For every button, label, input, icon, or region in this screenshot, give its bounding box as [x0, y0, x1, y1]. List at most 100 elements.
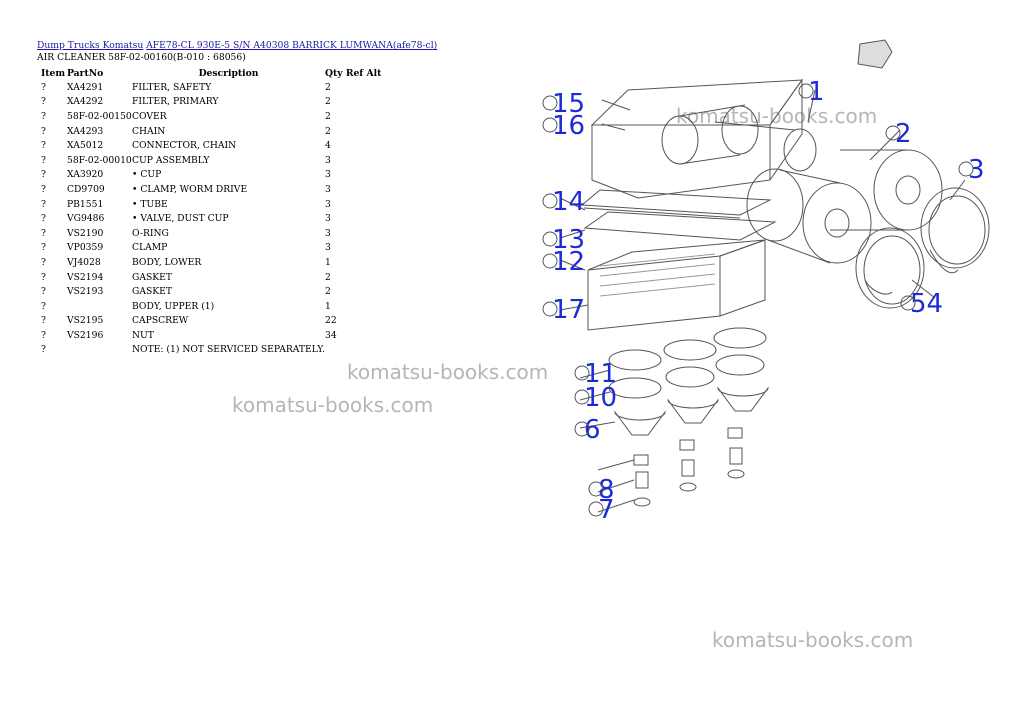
cell-qty: 3: [325, 198, 331, 210]
callout-marker: [900, 295, 916, 311]
cell-item: ?: [41, 183, 46, 195]
cell-description: NUT: [132, 329, 154, 341]
tube: [633, 454, 649, 466]
upper-body-front: [591, 124, 771, 199]
cell-description: • CUP: [132, 169, 162, 181]
cell-qty: 2: [325, 81, 331, 93]
callout-marker: [542, 231, 558, 247]
cell-item: ?: [41, 154, 46, 166]
callout-10: 10: [584, 383, 617, 413]
cell-item: ?: [41, 242, 46, 254]
cell-item: ?: [41, 256, 46, 268]
breadcrumb: Dump Trucks Komatsu AFE78-CL 930E-5 S/N …: [37, 40, 437, 51]
cell-item: ?: [41, 344, 46, 356]
header-item: Item: [41, 67, 66, 79]
cell-qty: 3: [325, 242, 331, 254]
cell-description: BODY, LOWER: [132, 256, 202, 268]
cell-description: NOTE: (1) NOT SERVICED SEPARATELY.: [132, 344, 326, 356]
callout-marker: [542, 193, 558, 209]
cell-description: • TUBE: [132, 198, 168, 210]
cell-partno: VS2196: [67, 329, 104, 341]
cell-qty: 1: [325, 256, 331, 268]
cup: [717, 386, 769, 412]
cell-partno: XA4293: [67, 125, 104, 137]
o-ring: [663, 339, 717, 361]
cell-qty: 3: [325, 183, 331, 195]
callout-marker: [542, 95, 558, 111]
callout-marker: [798, 83, 814, 99]
cell-partno: CD9709: [67, 183, 105, 195]
breadcrumb-link-model[interactable]: AFE78-CL 930E-5 S/N A40308 BARRICK LUMWA…: [146, 40, 438, 51]
cell-partno: VJ4028: [67, 256, 101, 268]
primary-filter: [802, 182, 872, 264]
cell-description: COVER: [132, 110, 167, 122]
upper-body-top: [590, 79, 804, 126]
gasket: [583, 211, 777, 241]
upper-body-side: [769, 78, 803, 181]
cell-qty: 4: [325, 140, 331, 152]
breadcrumb-link-dump-trucks[interactable]: Dump Trucks Komatsu: [37, 40, 144, 51]
cell-item: ?: [41, 213, 46, 225]
cell-qty: 1: [325, 300, 331, 312]
cell-description: CLAMP: [132, 242, 168, 254]
cell-item: ?: [41, 81, 46, 93]
callout-15: 15: [552, 89, 585, 119]
cell-qty: 2: [325, 110, 331, 122]
lower-body-top: [587, 239, 766, 271]
cell-item: ?: [41, 329, 46, 341]
gasket: [580, 189, 772, 219]
cell-description: O-RING: [132, 227, 169, 239]
watermark: komatsu-books.com: [712, 628, 914, 652]
callout-7: 7: [598, 495, 615, 525]
watermark: komatsu-books.com: [347, 360, 549, 384]
cell-qty: 3: [325, 154, 331, 166]
cell-description: FILTER, SAFETY: [132, 81, 212, 93]
cell-partno: [67, 299, 132, 314]
page-title: AIR CLEANER 58F-02-00160(B-010 : 68056): [37, 52, 246, 63]
callout-marker: [588, 481, 604, 497]
header-description: Description: [198, 67, 259, 79]
cell-item: ?: [41, 125, 46, 137]
cell-qty: 2: [325, 286, 331, 298]
callout-marker: [885, 125, 901, 141]
cell-partno: VS2193: [67, 286, 104, 298]
diagram-drawing: [559, 39, 990, 513]
cell-partno: XA4292: [67, 96, 104, 108]
clamp: [608, 377, 662, 399]
clamp: [715, 354, 765, 376]
leader-lines: [559, 89, 966, 513]
cell-qty: 3: [325, 169, 331, 181]
cell-partno: 58F-02-00010: [67, 154, 132, 166]
cell-description: FILTER, PRIMARY: [132, 96, 219, 108]
cell-item: ?: [41, 198, 46, 210]
safety-filter: [661, 115, 699, 165]
callout-14: 14: [552, 187, 585, 217]
cell-description: • VALVE, DUST CUP: [132, 213, 229, 225]
callout-8: 8: [598, 475, 615, 505]
cell-partno: 58F-02-00150: [67, 110, 132, 122]
cup: [614, 410, 666, 436]
cell-description: CAPSCREW: [132, 315, 189, 327]
callout-16: 16: [552, 111, 585, 141]
callout-marker: [958, 161, 974, 177]
table-row: ? VJ4028 BODY, LOWER 1: [37, 255, 385, 270]
table-row: ?BODY, UPPER (1)1: [37, 299, 385, 314]
table-row: ? NOTE: (1) NOT SERVICED SEPARATELY.: [37, 343, 385, 358]
cell-partno: PB1551: [67, 198, 104, 210]
cell-qty: [325, 343, 385, 358]
clamp: [665, 366, 715, 388]
callout-marker: [542, 253, 558, 269]
direction-arrow-icon: [857, 39, 893, 69]
watermark: komatsu-books.com: [232, 393, 434, 417]
cell-partno: VS2190: [67, 227, 104, 239]
